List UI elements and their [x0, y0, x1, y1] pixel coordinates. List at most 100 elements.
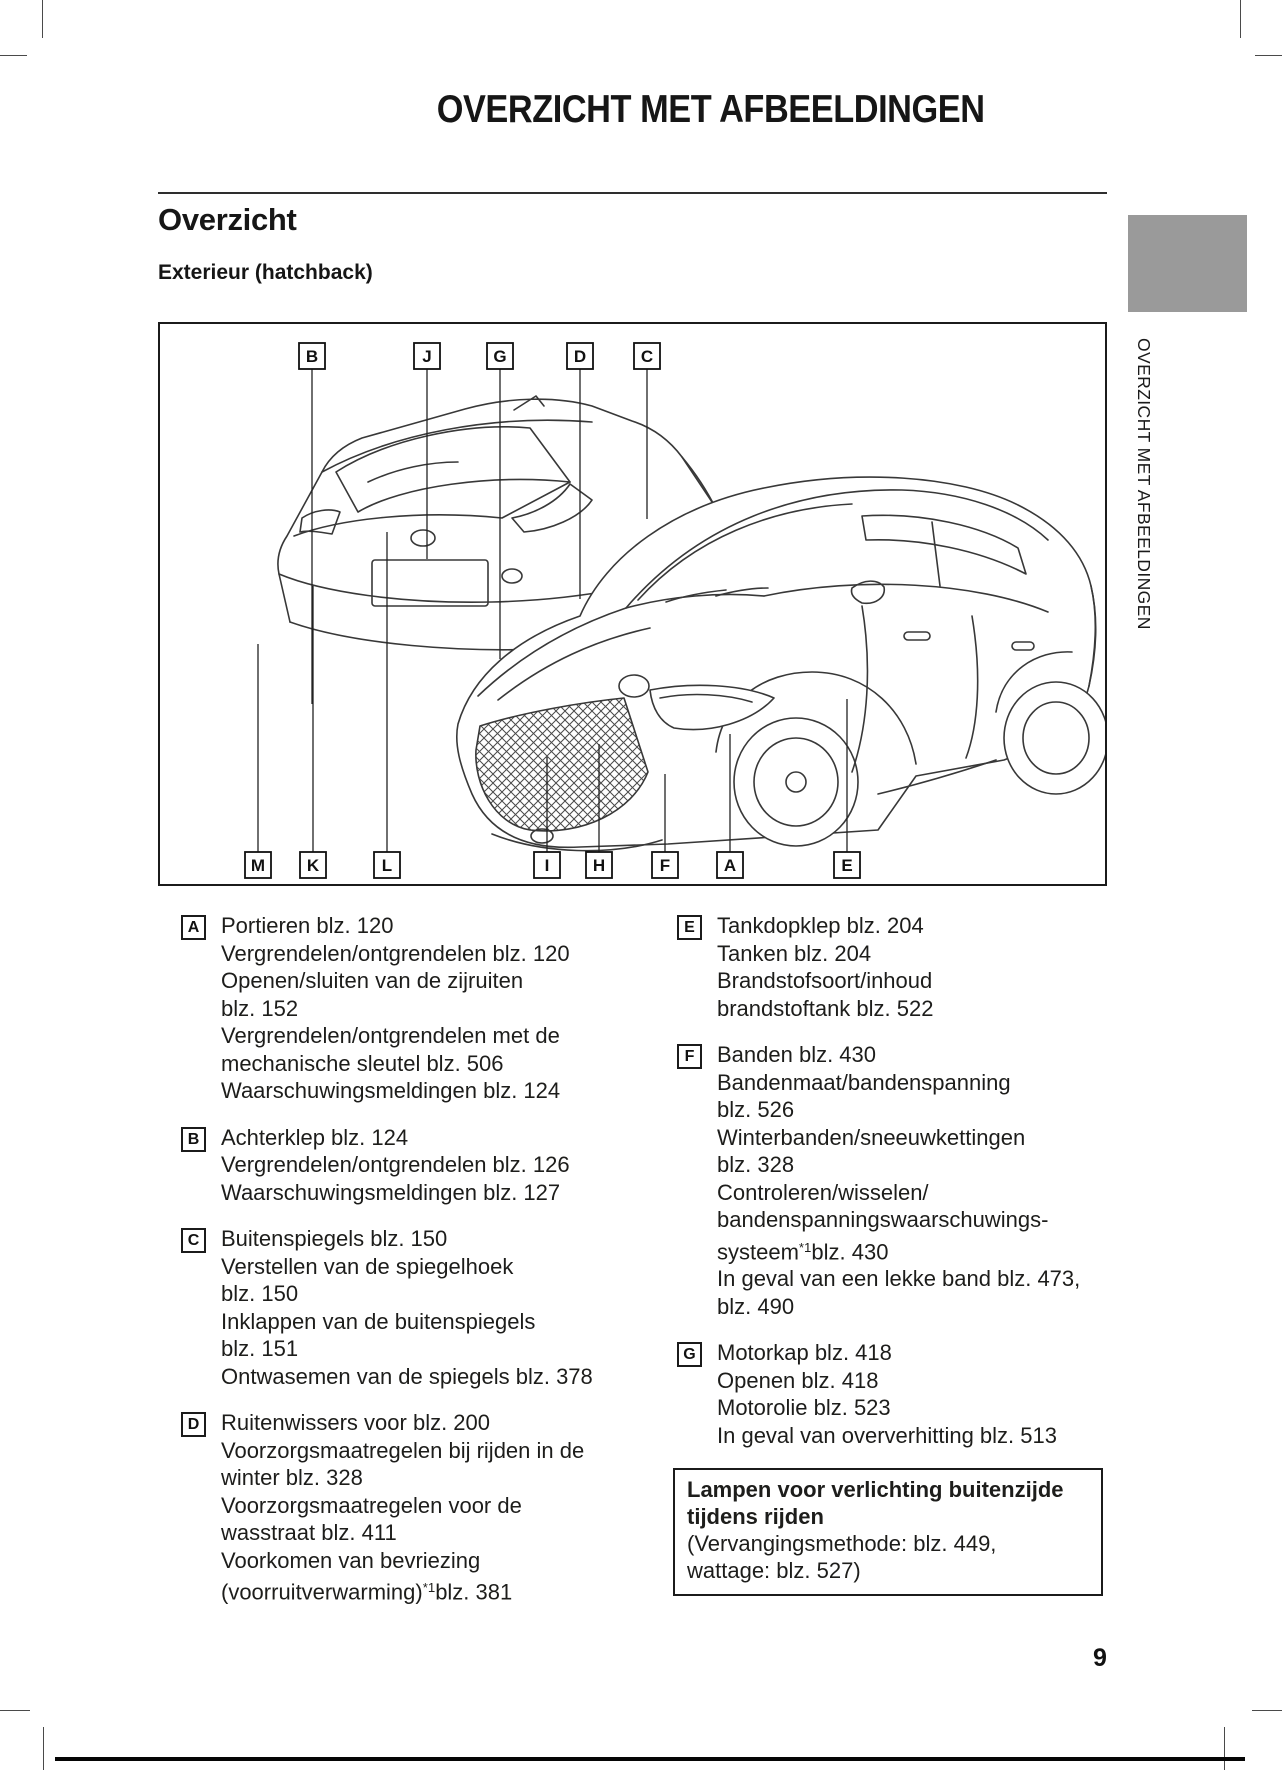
svg-text:G: G [493, 347, 506, 366]
legend-line: Winterbanden/sneeuwkettingen [717, 1124, 1026, 1150]
legend-line: Brandstofsoort/inhoud [717, 968, 933, 993]
legend-line: blz. 152 [221, 995, 299, 1021]
legend-line: Vergrendelen/ontgrendelen blz. 120 [221, 940, 570, 966]
legend-line: bandenspanningswaarschuwings- [717, 1207, 1049, 1232]
diagram-callout-G: G [486, 342, 514, 659]
diagram-callout-B: B [298, 342, 326, 704]
legend-line: Achterklep blz. 124 [221, 1124, 409, 1150]
crop-mark [1240, 0, 1241, 38]
svg-text:L: L [382, 856, 392, 875]
legend-line: blz. 151 [221, 1336, 299, 1361]
svg-text:B: B [306, 347, 318, 366]
legend-line: Inklappen van de buitenspiegels [221, 1308, 536, 1334]
legend-line: Vergrendelen/ontgrendelen met de [221, 1023, 560, 1048]
legend-line: Verstellen van de spiegelhoek [221, 1253, 514, 1279]
svg-text:C: C [641, 347, 653, 366]
section-title: Overzicht [158, 202, 297, 237]
legend-line: Banden blz. 430 [717, 1042, 877, 1067]
legend-line: Motorolie blz. 523 [717, 1395, 891, 1421]
header-rule [158, 192, 1107, 194]
diagram-callout-D: D [566, 342, 594, 599]
legend-line: Openen/sluiten van de zijruiten [221, 968, 524, 993]
svg-text:F: F [660, 856, 670, 875]
chapter-tab [1128, 215, 1247, 312]
callout-letter-G: G [677, 1342, 702, 1368]
callout-letter-E: E [677, 915, 702, 940]
diagram-callout-E: E [833, 699, 861, 879]
legend-line: Voorkomen van bevriezing [221, 1547, 481, 1573]
note-box-line: wattage: blz. 527) [687, 1558, 861, 1584]
svg-text:M: M [251, 856, 265, 875]
svg-text:E: E [841, 856, 852, 875]
car-line-art: B J G D C M K L I H F A E [244, 342, 1105, 879]
callout-letter-D: D [181, 1412, 206, 1437]
legend-line: wasstraat blz. 411 [221, 1520, 397, 1545]
diagram-callout-M: M [244, 644, 272, 879]
diagram-callout-C: C [633, 342, 661, 519]
diagram-callout-H: H [585, 744, 613, 879]
svg-text:A: A [724, 856, 736, 875]
diagram-callout-K: K [299, 586, 327, 879]
svg-text:I: I [545, 856, 550, 875]
legend-line: winter blz. 328 [221, 1465, 363, 1490]
legend-line: Buitenspiegels blz. 150 [221, 1226, 448, 1251]
note-box-title-line: Lampen voor verlichting buitenzijde [687, 1477, 1064, 1503]
legend-line: Voorzorgsmaatregelen voor de [221, 1492, 522, 1518]
crop-mark [0, 55, 27, 56]
page-number: 9 [1093, 1644, 1107, 1672]
legend-line: blz. 150 [221, 1281, 299, 1306]
legend-line: In geval van een lekke band blz. 473, [717, 1266, 1081, 1292]
legend-line: Waarschuwingsmeldingen blz. 124 [221, 1078, 561, 1103]
legend-line: Motorkap blz. 418 [717, 1340, 892, 1366]
diagram-callout-I: I [533, 757, 561, 879]
diagram-callout-A: A [716, 734, 744, 879]
bottom-rule [55, 1757, 1245, 1761]
legend-line: Ontwasemen van de spiegels blz. 378 [221, 1363, 593, 1389]
legend-line: (voorruitverwarming)*1blz. 381 [221, 1579, 513, 1605]
legend-line: blz. 490 [717, 1293, 795, 1319]
legend-line: Ruitenwissers voor blz. 200 [221, 1410, 491, 1435]
callout-letter-B: B [181, 1126, 206, 1152]
subsection-title: Exterieur (hatchback) [158, 261, 373, 284]
callout-letter-F: F [677, 1044, 702, 1069]
legend-line: brandstoftank blz. 522 [717, 995, 934, 1021]
diagram-callout-layer: B J G D C M K L I H F A E [244, 342, 861, 879]
legend-line: Vergrendelen/ontgrendelen blz. 126 [221, 1152, 570, 1177]
crop-mark [1252, 1710, 1282, 1711]
legend-line: In geval van oververhitting blz. 513 [717, 1422, 1057, 1448]
svg-text:H: H [593, 856, 605, 875]
legend-line: Tanken blz. 204 [717, 940, 872, 966]
legend-line: Voorzorgsmaatregelen bij rijden in de [221, 1437, 585, 1463]
svg-text:D: D [574, 347, 586, 366]
legend-line: Portieren blz. 120 [221, 913, 394, 938]
crop-mark [42, 0, 43, 38]
note-box-title-line: tijdens rijden [687, 1504, 824, 1530]
crop-mark [43, 1727, 44, 1770]
chapter-sidebar-label: OVERZICHT MET AFBEELDINGEN [1134, 338, 1154, 630]
callout-letter-C: C [181, 1228, 206, 1253]
exterior-diagram: B J G D C M K L I H F A E [158, 322, 1107, 886]
legend-line: Bandenmaat/bandenspanning [717, 1069, 1011, 1095]
note-box-line: (Vervangingsmethode: blz. 449, [687, 1531, 997, 1557]
crop-mark [1224, 1727, 1225, 1770]
legend-line: Tankdopklep blz. 204 [717, 913, 924, 938]
diagram-callout-L: L [373, 532, 401, 879]
legend-line: Waarschuwingsmeldingen blz. 127 [221, 1179, 561, 1205]
crop-mark [0, 1710, 30, 1711]
diagram-callout-F: F [651, 774, 679, 879]
callout-letter-A: A [181, 915, 206, 940]
front-car-illustration [455, 476, 1105, 852]
crop-mark [1255, 55, 1282, 56]
diagram-callout-J: J [413, 342, 441, 559]
legend-line: Controleren/wisselen/ [717, 1179, 929, 1205]
